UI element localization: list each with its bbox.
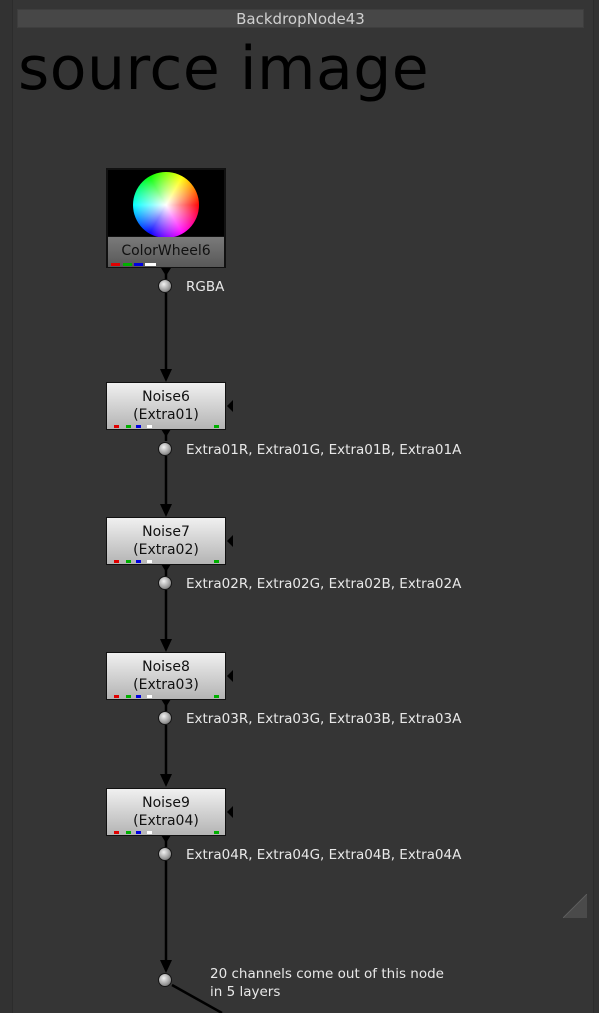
channel-alpha-indicator [147,560,152,563]
node-name: Noise7 [142,524,190,540]
mask-input-arrow-icon[interactable] [227,670,233,682]
colorwheel-label-bar: ColorWheel6 [108,237,224,267]
mask-input-arrow-icon[interactable] [227,400,233,412]
noise7-node[interactable]: Noise7 (Extra02) [106,517,226,565]
dot-node-icon[interactable] [158,279,172,293]
noise8-node[interactable]: Noise8 (Extra03) [106,652,226,700]
channel-alpha-indicator [147,695,152,698]
output-notch-noise9 [161,835,171,843]
arrowhead-noise8 [160,639,172,652]
color-wheel-image [133,172,199,238]
dot-note-label: 20 channels come out of this node in 5 l… [210,965,490,1001]
dot-node-icon[interactable] [158,442,172,456]
mask-input-arrow-icon[interactable] [227,535,233,547]
dot-node-icon[interactable] [158,711,172,725]
mask-indicator [214,831,219,834]
noise6-output-label: Extra01R, Extra01G, Extra01B, Extra01A [186,442,462,458]
channel-red-indicator [114,560,119,563]
channel-green-indicator [126,425,131,428]
backdrop-label: source image [18,34,430,104]
edge-dot-out [171,983,223,1013]
mask-indicator [214,560,219,563]
channel-blue-indicator [136,425,141,428]
noise9-output-label: Extra04R, Extra04G, Extra04B, Extra04A [186,847,462,863]
mask-indicator [214,425,219,428]
mask-input-arrow-icon[interactable] [227,806,233,818]
mask-indicator [214,695,219,698]
node-layer: (Extra02) [133,542,199,558]
arrowhead-dot [160,960,172,973]
colorwheel-output-label: RGBA [186,279,225,295]
noise9-node[interactable]: Noise9 (Extra04) [106,788,226,836]
channel-blue-indicator [136,831,141,834]
node-layer: (Extra04) [133,813,199,829]
arrowhead-noise9 [160,774,172,787]
colorwheel-node-label: ColorWheel6 [121,243,211,259]
channel-red-indicator [114,831,119,834]
channel-blue-indicator [134,263,143,266]
output-notch-colorwheel [161,268,171,276]
note-line-1: 20 channels come out of this node [210,966,444,982]
output-notch-noise8 [161,699,171,707]
dot-node-icon[interactable] [158,847,172,861]
output-notch-noise7 [161,564,171,572]
noise8-output-label: Extra03R, Extra03G, Extra03B, Extra03A [186,711,462,727]
output-notch-noise6 [161,429,171,437]
backdrop-title-bar[interactable]: BackdropNode43 [17,9,584,28]
node-layer: (Extra03) [133,677,199,693]
note-line-2: in 5 layers [210,984,281,1000]
colorwheel-thumbnail [108,170,224,238]
channel-alpha-indicator [147,831,152,834]
node-layer: (Extra01) [133,407,199,423]
node-name: Noise8 [142,659,190,675]
node-name: Noise9 [142,795,190,811]
colorwheel-node[interactable]: ColorWheel6 [106,168,226,268]
arrowhead-noise7 [160,504,172,517]
dot-node-icon[interactable] [158,576,172,590]
channel-red-indicator [111,263,120,266]
channel-green-indicator [126,695,131,698]
channel-green-indicator [126,831,131,834]
channel-red-indicator [114,425,119,428]
noise6-node[interactable]: Noise6 (Extra01) [106,382,226,430]
channel-red-indicator [114,695,119,698]
dot-node-icon[interactable] [158,973,172,987]
channel-green-indicator [123,263,132,266]
channel-blue-indicator [136,560,141,563]
node-name: Noise6 [142,389,190,405]
channel-alpha-indicator [145,263,156,266]
resize-corner-icon[interactable] [563,894,587,918]
channel-green-indicator [126,560,131,563]
channel-alpha-indicator [147,425,152,428]
noise7-output-label: Extra02R, Extra02G, Extra02B, Extra02A [186,576,462,592]
channel-blue-indicator [136,695,141,698]
arrowhead-noise6 [160,369,172,382]
